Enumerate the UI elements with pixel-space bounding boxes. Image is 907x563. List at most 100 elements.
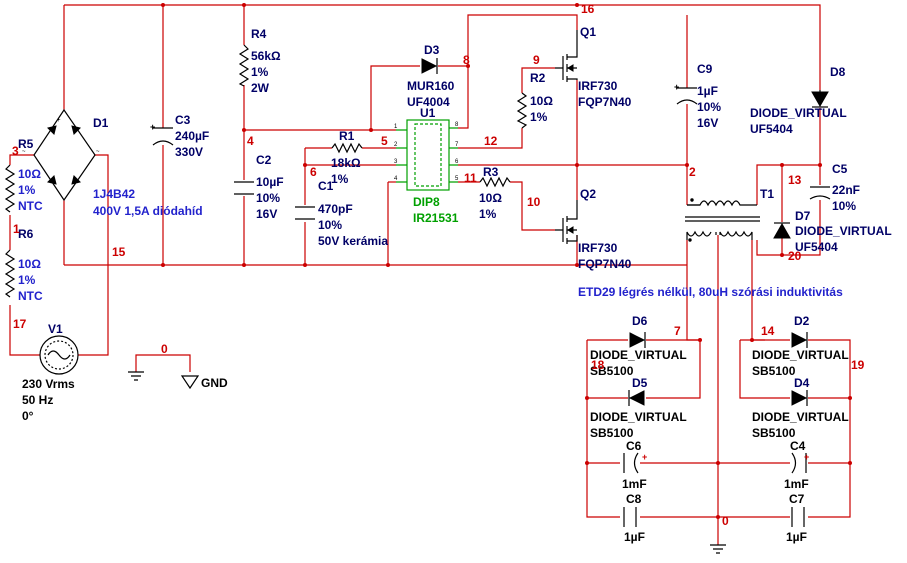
resistor-r3-symbol — [479, 176, 511, 188]
c1-ref: C1 — [318, 179, 334, 193]
r4-value: 56kΩ — [251, 49, 281, 63]
net-16: 16 — [581, 2, 595, 16]
net-18: 18 — [591, 358, 605, 372]
capacitor-c2-symbol — [234, 181, 254, 195]
d3-ref: D3 — [424, 43, 440, 57]
d6-ref: D6 — [632, 314, 648, 328]
d1-desc: 400V 1,5A diódahíd — [93, 204, 203, 218]
r3-value: 10Ω — [479, 191, 502, 205]
junctions — [161, 3, 852, 519]
net-3: 3 — [12, 144, 19, 158]
t1-ref: T1 — [760, 187, 774, 201]
c4-ref: C4 — [790, 439, 806, 453]
v1-value: 230 Vrms — [22, 377, 75, 391]
capacitor-c3-symbol: + — [150, 122, 174, 146]
r5-ref: R5 — [18, 137, 34, 151]
diode-d4-symbol — [791, 390, 808, 406]
c2-tol: 10% — [256, 191, 280, 205]
r5-value: 10Ω — [18, 167, 41, 181]
r2-ref: R2 — [530, 71, 546, 85]
r1-ref: R1 — [339, 129, 355, 143]
c6-value: 1mF — [622, 477, 647, 491]
d2-part2: SB5100 — [752, 364, 796, 378]
c2-value: 10µF — [256, 175, 284, 189]
d5-part1: DIODE_VIRTUAL — [590, 410, 687, 424]
d2-ref: D2 — [794, 314, 810, 328]
d1-ref: D1 — [93, 116, 109, 130]
r4-power: 2W — [251, 81, 270, 95]
svg-text:7: 7 — [455, 142, 459, 148]
d6-part1: DIODE_VIRTUAL — [590, 348, 687, 362]
r1-value: 18kΩ — [331, 156, 361, 170]
c9-ref: C9 — [697, 62, 713, 76]
mosfet-q2-symbol — [555, 200, 578, 244]
c3-ref: C3 — [175, 113, 191, 127]
d8-ref: D8 — [830, 65, 846, 79]
c2-volt: 16V — [256, 207, 277, 221]
q2-part1: IRF730 — [578, 241, 618, 255]
svg-text:6: 6 — [455, 159, 459, 165]
q2-part2: FQP7N40 — [578, 257, 632, 271]
net-4: 4 — [247, 134, 254, 148]
capacitor-c1-symbol — [295, 206, 315, 220]
c5-value: 22nF — [832, 183, 860, 197]
d7-part2: UF5404 — [795, 240, 838, 254]
net-15: 15 — [112, 245, 126, 259]
ground-output-symbol — [710, 544, 726, 554]
c5-tol: 10% — [832, 199, 856, 213]
r1-tol: 1% — [331, 172, 349, 186]
diode-d6-symbol — [629, 332, 646, 348]
d5-ref: D5 — [632, 376, 648, 390]
net-19: 19 — [851, 358, 865, 372]
c7-value: 1µF — [786, 530, 807, 544]
svg-text:2: 2 — [394, 142, 398, 148]
svg-text:4: 4 — [394, 176, 398, 182]
net-20: 20 — [788, 249, 802, 263]
d7-part1: DIODE_VIRTUAL — [795, 224, 892, 238]
net-2: 2 — [689, 165, 696, 179]
d4-part1: DIODE_VIRTUAL — [752, 410, 849, 424]
diode-d8-symbol — [811, 90, 829, 108]
net-17: 17 — [13, 317, 27, 331]
r4-ref: R4 — [251, 27, 267, 41]
c3-volt: 330V — [175, 145, 203, 159]
r3-ref: R3 — [483, 165, 499, 179]
r5-tol: 1% — [18, 183, 36, 197]
q1-ref: Q1 — [580, 25, 596, 39]
resistor-r5-symbol — [4, 164, 16, 213]
d6-part2: SB5100 — [590, 364, 634, 378]
d1-part: 1J4B42 — [93, 187, 135, 201]
bridge-rectifier-d1-symbol: ~ ~ + — [22, 108, 100, 202]
resistor-r6-symbol — [4, 249, 16, 298]
r6-value: 10Ω — [18, 257, 41, 271]
svg-text:+: + — [150, 122, 155, 132]
net-14: 14 — [761, 324, 775, 338]
c8-value: 1µF — [624, 530, 645, 544]
resistor-r4-symbol — [238, 44, 250, 87]
net-7: 7 — [674, 324, 681, 338]
ac-source-v1-symbol — [39, 335, 79, 375]
u1-ref: U1 — [420, 106, 436, 120]
net-12: 12 — [484, 134, 498, 148]
r2-tol: 1% — [530, 110, 548, 124]
v1-freq: 50 Hz — [22, 393, 53, 407]
d2-part1: DIODE_VIRTUAL — [752, 348, 849, 362]
d8-part1: DIODE_VIRTUAL — [750, 106, 847, 120]
svg-text:5: 5 — [455, 176, 459, 182]
q2-ref: Q2 — [580, 187, 596, 201]
c1-value: 470pF — [318, 202, 353, 216]
diode-d3-symbol — [421, 58, 438, 74]
gnd-label: GND — [201, 376, 228, 390]
c2-ref: C2 — [256, 153, 272, 167]
c6-ref: C6 — [626, 439, 642, 453]
diode-d7-symbol — [773, 222, 791, 239]
resistor-r2-symbol — [516, 92, 528, 129]
q1-part1: IRF730 — [578, 79, 618, 93]
d4-part2: SB5100 — [752, 426, 796, 440]
ic-u1-symbol: 1 2 3 4 8 7 6 5 — [394, 119, 459, 191]
capacitor-c7-symbol — [791, 507, 805, 527]
net-1: 1 — [13, 222, 20, 236]
net-5: 5 — [381, 134, 388, 148]
net-8: 8 — [463, 53, 470, 67]
